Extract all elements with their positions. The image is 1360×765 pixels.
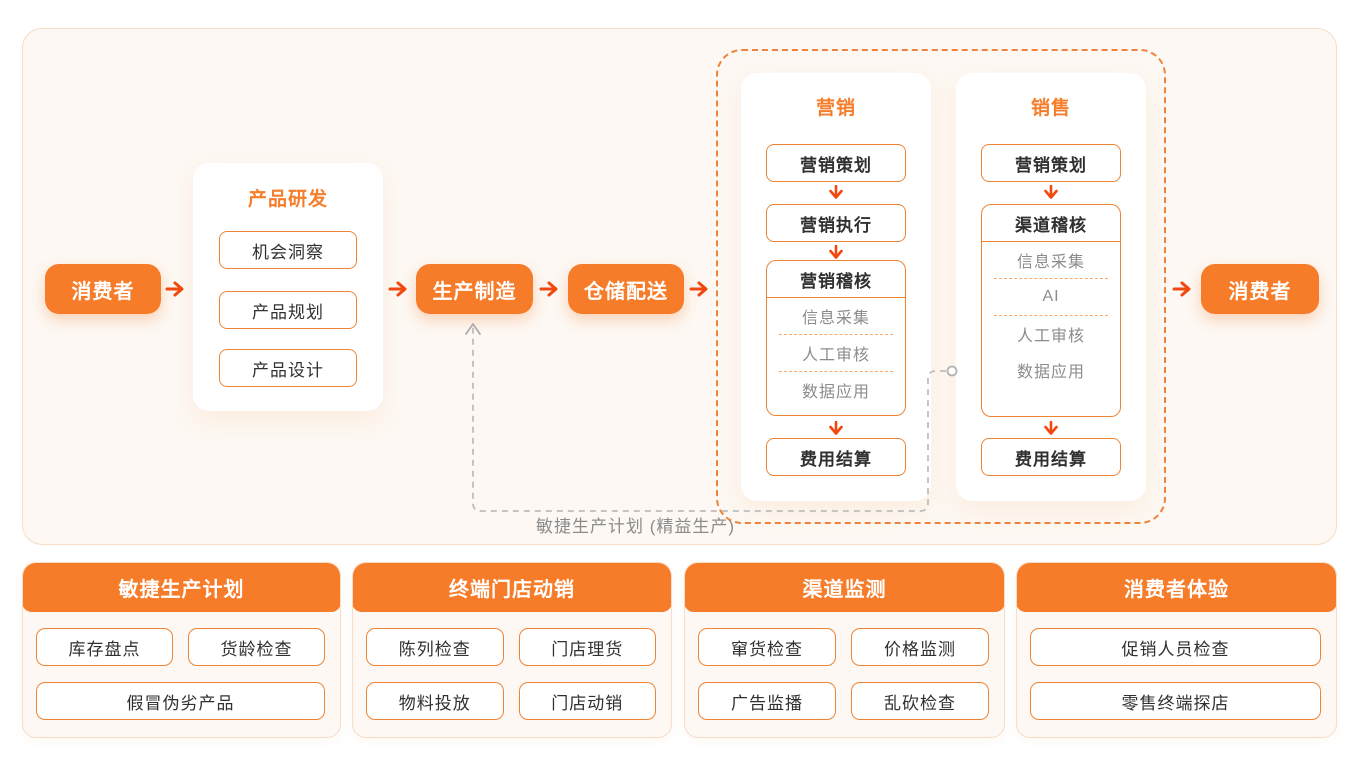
flow-panel: 消费者 产品研发 机会洞察 产品规划 产品设计 生产制造 bbox=[22, 28, 1337, 545]
item-promoter-check: 促销人员检查 bbox=[1030, 628, 1321, 666]
node-marketing-settlement: 费用结算 bbox=[766, 438, 906, 476]
node-opportunity-insight: 机会洞察 bbox=[219, 231, 357, 269]
audit-item-data-application: 数据应用 bbox=[801, 384, 870, 401]
item-counterfeit-products: 假冒伪劣产品 bbox=[36, 682, 325, 720]
bottom-card-store-sales-title: 终端门店动销 bbox=[353, 563, 671, 612]
arrow-right-icon bbox=[164, 279, 190, 299]
arrow-right-icon bbox=[1171, 279, 1197, 299]
item-display-check: 陈列检查 bbox=[366, 628, 504, 666]
node-consumer-left: 消费者 bbox=[45, 264, 161, 314]
card-sales-title: 销售 bbox=[1030, 98, 1071, 119]
feedback-loop-label: 敏捷生产计划 (精益生产) bbox=[536, 517, 736, 536]
node-consumer-left-label: 消费者 bbox=[71, 280, 135, 303]
marketing-audit-box: 营销稽核 信息采集 人工审核 数据应用 bbox=[766, 260, 906, 416]
arrow-down-icon bbox=[1043, 420, 1059, 436]
node-marketing-execution: 营销执行 bbox=[766, 204, 906, 242]
channel-audit-box: 渠道稽核 信息采集 AI 人工审核 数据应用 bbox=[981, 204, 1121, 417]
bottom-card-consumer-experience: 消费者体验 促销人员检查 零售终端探店 bbox=[1016, 562, 1337, 738]
node-sales-marketing-planning: 营销策划 bbox=[981, 144, 1121, 182]
arrow-right-icon bbox=[538, 279, 564, 299]
node-warehouse-delivery-label: 仓储配送 bbox=[584, 280, 668, 303]
arrow-down-icon bbox=[828, 420, 844, 436]
item-material-placement: 物料投放 bbox=[366, 682, 504, 720]
channel-audit-title: 渠道稽核 bbox=[982, 205, 1120, 242]
bottom-card-store-sales-body: 陈列检查 门店理货 物料投放 门店动销 bbox=[353, 612, 671, 720]
bottom-card-agile-production: 敏捷生产计划 库存盘点 货龄检查 假冒伪劣产品 bbox=[22, 562, 341, 738]
marketing-audit-title: 营销稽核 bbox=[767, 261, 905, 298]
item-price-monitoring: 价格监测 bbox=[851, 628, 989, 666]
marketing-sales-dashed-zone bbox=[716, 49, 1166, 524]
item-store-movement: 门店动销 bbox=[518, 682, 656, 720]
item-inventory-count: 库存盘点 bbox=[36, 628, 173, 666]
item-store-merchandising: 门店理货 bbox=[518, 628, 656, 666]
audit-item-info-collection: 信息采集 bbox=[801, 310, 870, 327]
card-product-rd: 产品研发 机会洞察 产品规划 产品设计 bbox=[193, 163, 383, 411]
bottom-card-agile-production-title: 敏捷生产计划 bbox=[23, 563, 340, 612]
audit-item-data-application: 数据应用 bbox=[1016, 364, 1085, 381]
arrow-down-icon bbox=[1043, 184, 1059, 200]
node-product-design: 产品设计 bbox=[219, 349, 357, 387]
card-marketing-title: 营销 bbox=[815, 98, 856, 119]
item-ad-monitoring: 广告监播 bbox=[698, 682, 836, 720]
bottom-card-channel-monitoring: 渠道监测 窜货检查 价格监测 广告监播 乱砍检查 bbox=[684, 562, 1005, 738]
arrow-down-icon bbox=[828, 244, 844, 260]
node-product-planning: 产品规划 bbox=[219, 291, 357, 329]
bottom-card-channel-monitoring-title: 渠道监测 bbox=[685, 563, 1004, 612]
bottom-card-agile-production-body: 库存盘点 货龄检查 假冒伪劣产品 bbox=[23, 612, 340, 720]
card-marketing: 营销 营销策划 营销执行 营销稽核 信息采集 人工审核 数据应用 bbox=[741, 73, 931, 501]
audit-item-ai: AI bbox=[1042, 288, 1060, 305]
bottom-card-channel-monitoring-body: 窜货检查 价格监测 广告监播 乱砍检查 bbox=[685, 612, 1004, 720]
arrow-down-icon bbox=[828, 184, 844, 200]
audit-item-info-collection: 信息采集 bbox=[1016, 254, 1085, 271]
node-consumer-right: 消费者 bbox=[1201, 264, 1319, 314]
node-sales-settlement: 费用结算 bbox=[981, 438, 1121, 476]
item-retail-store-visit: 零售终端探店 bbox=[1030, 682, 1321, 720]
bottom-card-consumer-experience-title: 消费者体验 bbox=[1017, 563, 1336, 612]
item-stock-age-check: 货龄检查 bbox=[188, 628, 325, 666]
item-price-undercut-check: 乱砍检查 bbox=[851, 682, 989, 720]
node-marketing-planning: 营销策划 bbox=[766, 144, 906, 182]
dashed-divider bbox=[994, 278, 1108, 279]
audit-item-manual-review: 人工审核 bbox=[801, 347, 870, 364]
arrow-right-icon bbox=[688, 279, 714, 299]
arrow-right-icon bbox=[387, 279, 413, 299]
item-cross-selling-check: 窜货检查 bbox=[698, 628, 836, 666]
bottom-card-consumer-experience-body: 促销人员检查 零售终端探店 bbox=[1017, 612, 1336, 720]
dashed-divider bbox=[994, 315, 1108, 316]
node-production: 生产制造 bbox=[416, 264, 533, 314]
card-sales: 销售 营销策划 渠道稽核 信息采集 AI 人工审核 数据应用 费用结算 bbox=[956, 73, 1146, 501]
node-production-label: 生产制造 bbox=[432, 280, 517, 303]
card-product-rd-title: 产品研发 bbox=[247, 189, 328, 210]
node-consumer-right-label: 消费者 bbox=[1228, 280, 1292, 303]
audit-item-manual-review: 人工审核 bbox=[1016, 328, 1085, 345]
node-warehouse-delivery: 仓储配送 bbox=[568, 264, 684, 314]
bottom-card-store-sales: 终端门店动销 陈列检查 门店理货 物料投放 门店动销 bbox=[352, 562, 672, 738]
